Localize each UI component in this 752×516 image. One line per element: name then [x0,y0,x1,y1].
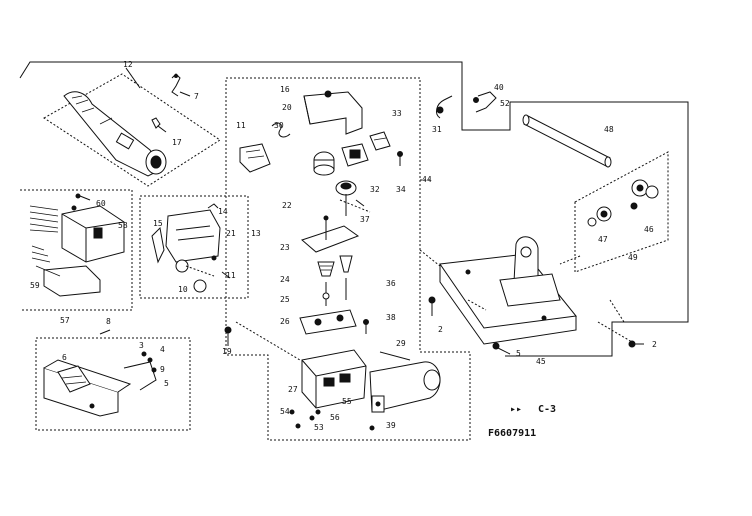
plate-32-part [341,143,369,167]
leader-lines [185,179,633,361]
block-33-part [369,131,391,151]
plate-26-part [299,309,357,335]
pin-25-part [322,278,347,306]
callout-38: 38 [386,313,396,322]
callout-60: 60 [96,199,106,208]
burner-tube-part [63,67,167,177]
main-outline [19,61,689,357]
callout-40: 40 [494,83,504,92]
callout-6: 6 [62,353,67,362]
screw-38-part [363,319,369,334]
sub-box-outline-motor [20,189,133,311]
callout-17: 17 [172,138,182,147]
sub-box-outline-valve [139,195,249,299]
callout-8: 8 [106,317,111,326]
callout-53: 53 [314,423,324,432]
callout-58: 58 [118,221,128,230]
callout-59: 59 [30,281,40,290]
rod-48-part [522,114,612,168]
bushing-22-part [313,151,335,176]
callout-24: 24 [280,275,290,284]
screw-5-part [492,342,511,355]
screw-2-part [428,296,436,316]
callout-20: 20 [282,103,292,112]
callout-27: 27 [288,385,298,394]
callout-2b: 2 [652,340,657,349]
callout-31: 31 [432,125,442,134]
spring-clip-part [171,73,191,97]
motor-assembly-part [29,193,125,297]
screw-19-part [224,326,232,346]
callout-10: 10 [178,285,188,294]
callout-25: 25 [280,295,290,304]
spring-30-part [271,122,291,138]
screw-2b-part [628,340,644,348]
callout-4: 4 [160,345,165,354]
cam-37-part [335,180,365,216]
callout-56: 56 [330,413,340,422]
section-arrow: ▸▸ [510,404,522,415]
drawing-number: F6607911 [488,428,536,439]
callout-11: 11 [226,271,236,280]
plate-23-part [301,215,360,253]
callout-26: 26 [280,317,290,326]
callout-44: 44 [422,175,432,184]
spring-24-part [317,255,353,277]
sub-box-outline-bracket [35,337,191,431]
callout-52: 52 [500,99,510,108]
small-hardware-53-56-part [289,409,375,431]
callout-46: 46 [644,225,654,234]
callout-16: 16 [280,85,290,94]
callout-22: 22 [282,201,292,210]
callout-5: 5 [164,379,169,388]
callout-49: 49 [628,253,638,262]
control-bracket-part [43,329,157,417]
mounting-bracket-45-part [439,236,577,345]
callout-9: 9 [160,365,165,374]
callout-labels: 12 7 17 60 58 59 57 14 15 21 13 11 10 8 … [30,60,657,432]
callout-33: 33 [392,109,402,118]
thermocouple-part [436,91,497,119]
callout-12: 12 [123,60,133,69]
callout-5b: 5 [516,349,521,358]
clamp-11-part [239,143,271,173]
callout-54: 54 [280,407,290,416]
callout-47: 47 [598,235,608,244]
screw-34-part [397,151,403,166]
callout-32: 32 [370,185,380,194]
callout-39: 39 [386,421,396,430]
sub-box-outline-burner [43,73,221,187]
lever-29-part [369,351,441,413]
callout-21: 21 [226,229,236,238]
callout-15: 15 [153,219,163,228]
callout-2: 2 [438,325,443,334]
callout-19: 19 [222,347,232,356]
callout-37: 37 [360,215,370,224]
callout-57: 57 [60,316,70,325]
callout-14: 14 [218,207,228,216]
gear-assembly-part [587,179,659,227]
valve-body-27-part [301,349,367,409]
screw-17-part [151,117,167,133]
callout-45: 45 [536,357,546,366]
callout-3: 3 [139,341,144,350]
callout-55: 55 [342,397,352,406]
callout-29: 29 [396,339,406,348]
callout-13: 13 [251,229,261,238]
valve-assembly-part [151,203,231,293]
callout-34: 34 [396,185,406,194]
callout-36: 36 [386,279,396,288]
callout-23: 23 [280,243,290,252]
sub-box-outline-gear [574,151,669,273]
sub-box-outline-center [225,77,471,441]
callout-30: 30 [274,121,284,130]
callout-11b: 11 [236,121,246,130]
section-label: C-3 [538,404,556,415]
callout-7: 7 [194,92,199,101]
callout-48: 48 [604,125,614,134]
upper-bracket-part [303,90,363,135]
